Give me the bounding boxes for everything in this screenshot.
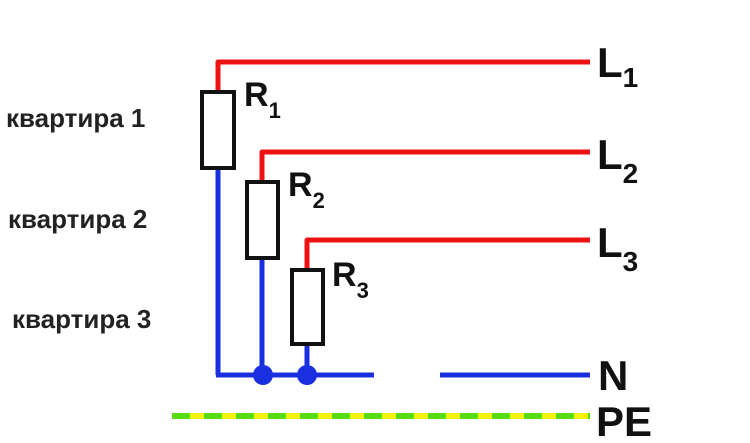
phase-label-l3: L3 xyxy=(597,219,638,277)
pe-label: PE xyxy=(596,398,652,443)
resistor-label-r2: R2 xyxy=(288,166,325,213)
phase-label-l1: L1 xyxy=(597,39,638,93)
phase-wire-l1 xyxy=(215,59,590,92)
resistor-label-r1: R1 xyxy=(244,76,281,123)
phase-wires xyxy=(215,59,590,270)
neutral-junction-3 xyxy=(297,365,317,385)
neutral-junction-2 xyxy=(253,365,273,385)
resistor-r2 xyxy=(245,180,280,260)
apartment-label-3: квартира 3 xyxy=(12,304,151,334)
neutral-label: N xyxy=(598,352,628,399)
resistor-r1 xyxy=(200,90,236,170)
phase-label-l2: L2 xyxy=(597,131,638,189)
phase-wire-l3 xyxy=(304,237,590,270)
phase-wire-l2 xyxy=(259,149,590,182)
apartment-label-2: квартира 2 xyxy=(8,204,147,234)
resistor-label-r3: R3 xyxy=(332,256,369,303)
resistors xyxy=(200,90,325,346)
resistor-r3 xyxy=(290,268,325,346)
apartment-label-1: квартира 1 xyxy=(6,103,145,133)
neutral-wires xyxy=(215,168,590,385)
